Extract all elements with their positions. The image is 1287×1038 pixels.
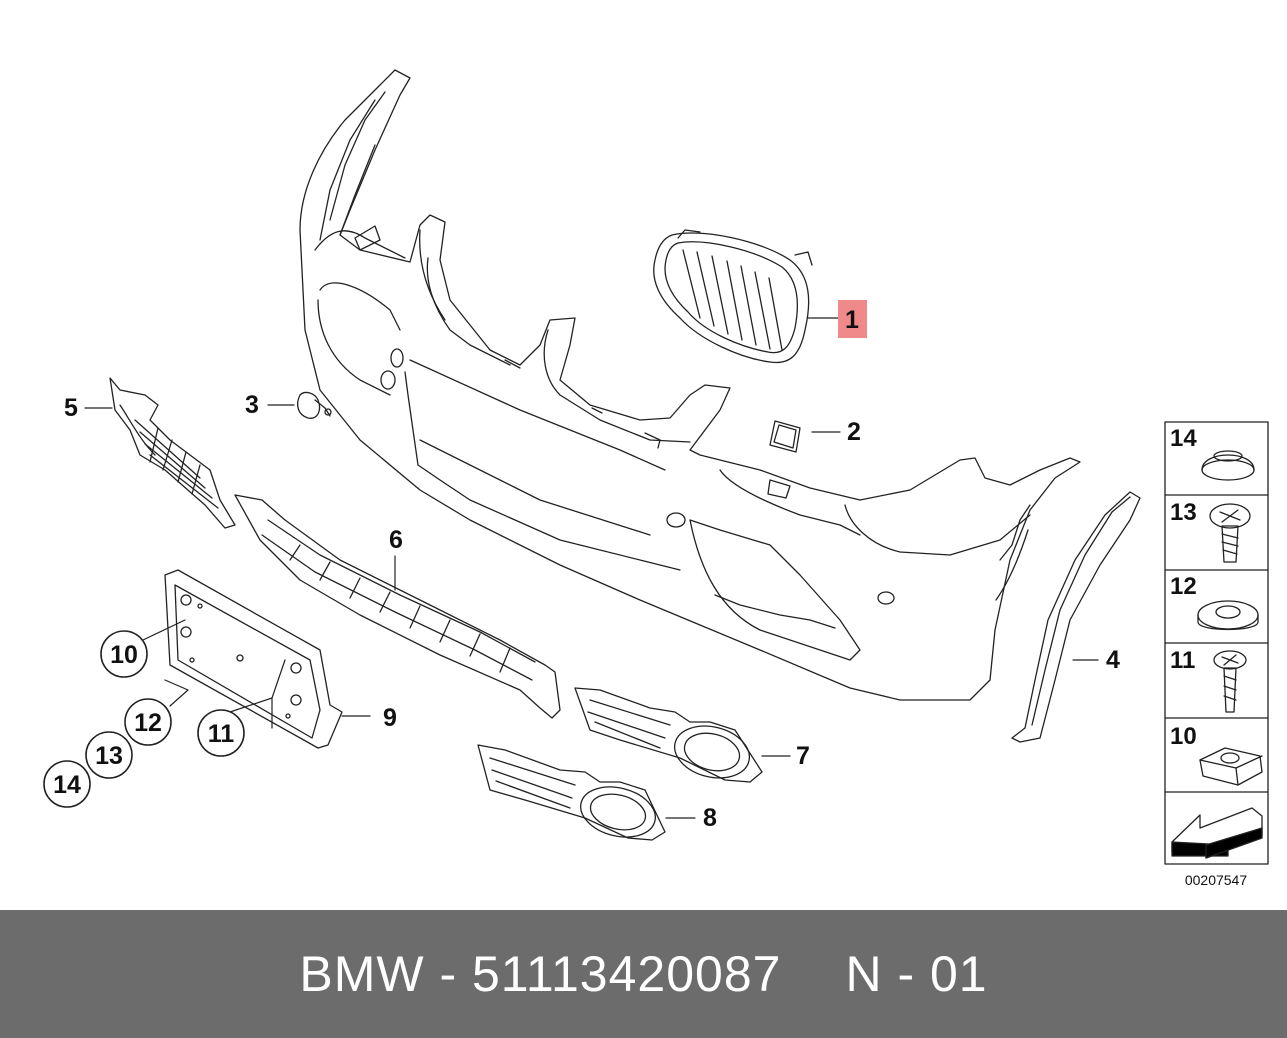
callout-6: 6 (389, 526, 403, 554)
callout-4: 4 (1106, 646, 1120, 674)
callout-highlight (838, 300, 867, 338)
callout-14: 14 (53, 771, 81, 799)
brand-part-number: BMW - 51113420087 (299, 946, 782, 1002)
callout-5: 5 (64, 394, 78, 422)
screw-icon (1209, 503, 1251, 563)
direction-arrow-icon (1171, 807, 1263, 859)
legend-label-10: 10 (1170, 723, 1197, 750)
drawing-number: 00207547 (1185, 872, 1248, 888)
nut-icon (1199, 747, 1263, 786)
callout-9: 9 (383, 704, 397, 732)
callout-10: 10 (110, 641, 138, 669)
legend-label-12: 12 (1170, 573, 1197, 600)
callout-circles (43, 630, 245, 808)
legend-label-13: 13 (1170, 499, 1197, 526)
callout-2: 2 (847, 418, 861, 446)
callout-7: 7 (796, 742, 810, 770)
leader-lines (84, 317, 1099, 819)
legend-label-14: 14 (1170, 425, 1197, 452)
callout-3: 3 (245, 391, 259, 419)
callout-8: 8 (703, 804, 717, 832)
small-screw-icon (1213, 650, 1247, 713)
callout-1: 1 (845, 306, 859, 334)
parts-diagram: 1 2 3 4 5 6 7 8 9 10 11 12 13 14 14 13 1… (43, 69, 1269, 888)
position-code: N - 01 (845, 946, 988, 1002)
cover-cap (769, 420, 801, 453)
callout-12: 12 (134, 709, 162, 737)
lower-center-grille (234, 494, 561, 719)
callout-13: 13 (95, 742, 123, 770)
hardware-legend (1164, 421, 1269, 865)
side-grille-left (109, 377, 236, 529)
fog-grille-right (574, 687, 763, 783)
part-number-footer: BMW - 51113420087 N - 01 (0, 910, 1287, 1038)
side-strip (1011, 491, 1141, 743)
grommet-icon (1201, 450, 1255, 481)
clip (297, 391, 332, 419)
fog-grille-left (477, 744, 666, 841)
legend-labels: 14 13 12 11 10 (1170, 425, 1197, 750)
license-plate-bracket (164, 569, 343, 749)
callout-labels: 1 2 3 4 5 6 7 8 9 10 11 12 13 14 (53, 306, 1120, 832)
kidney-grille (653, 229, 813, 364)
callout-11: 11 (208, 720, 235, 748)
bumper-cover (299, 69, 1081, 701)
legend-label-11: 11 (1170, 647, 1195, 674)
washer-icon (1197, 600, 1259, 631)
